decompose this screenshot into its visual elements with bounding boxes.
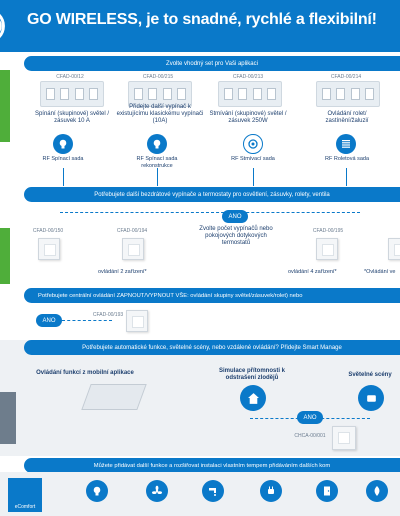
kit-badge-label: RF Spínací sada rekonstrukce [136,156,178,169]
connector-dashed [62,320,112,321]
switch-code: CFAD-00/194 [116,228,148,234]
blind-kit-badge[interactable] [336,134,356,154]
switch-kit-renovation-badge[interactable] [147,134,167,154]
kit-badge-label: RF Stmívací sada [231,156,275,162]
wireless-switch-image [38,238,60,260]
scenes-icon [366,394,376,402]
section4-banner: Potřebujete automatické funkce, světelné… [24,340,400,355]
side-marker-2 [0,228,10,284]
section3-banner: Potřebujete centrální ovládání ZAPNOUT/V… [24,288,400,303]
switch-label: ovládání 2 zařízení* [98,269,147,275]
central-switch-code: CFAD-00/193 [92,312,124,318]
bulb-icon [59,139,67,149]
lamp-icon[interactable] [86,480,108,502]
smart-manager-image [332,426,356,450]
smart-manager-device [81,384,147,410]
yes-button[interactable]: ANO [297,411,323,424]
thermostat-image [388,238,400,260]
side-marker-1 [0,70,10,142]
light-scenes-icon[interactable] [358,385,384,411]
switch-code: CFAD-00/150 [32,228,64,234]
presence-simulation-icon[interactable] [240,385,266,411]
dimmer-icon [248,139,258,149]
presence-text: Simulace přítomnosti k odstrašení zloděj… [218,368,285,381]
door-icon[interactable] [316,480,338,502]
switch-code: CFAD-00/195 [312,228,344,234]
kit-image [218,81,282,107]
connector [157,168,158,186]
central-switch-image [126,310,148,332]
fan-icon[interactable] [146,480,168,502]
wireless-icon [0,13,5,39]
kit-image [316,81,380,107]
switch-label: ovládání 4 zařízení* [288,269,337,275]
yes-button[interactable]: ANO [36,314,62,327]
manager-code: CHCA-00/001 [294,433,326,439]
dimmer-kit-badge[interactable] [243,134,263,154]
side-marker-3 [0,392,16,444]
kit-code: CFAD-00/12 [56,74,84,80]
kit-description: Stmívání (skupinové) světel / zásuvek 25… [209,111,287,124]
kit-code: CFAD-00/215 [142,74,174,80]
scenes-text: Světelné scény [348,372,392,378]
ecomfort-logo: eComfort [8,478,42,512]
tap-icon[interactable] [202,480,224,502]
page-header: GO WIRELESS, je to snadné, rychlé a flex… [0,0,400,52]
plug-icon[interactable] [260,480,282,502]
kit-image [128,81,192,107]
fire-icon[interactable] [366,480,388,502]
connector [346,168,347,186]
section1-banner: Zvolte vhodný set pro Vaši aplikaci [24,56,400,71]
yes-button[interactable]: ANO [222,210,248,223]
kit-badge-label: RF Spínací sada [42,156,84,162]
kit-image [40,81,104,107]
wireless-switch-image [316,238,338,260]
section5-background [0,472,400,516]
bulb-icon [153,139,161,149]
kit-badge-label: RF Roletová sada [324,156,370,162]
connector-dashed [60,212,360,213]
section2-banner: Potřebujete další bezdrátové vypínače a … [24,187,400,202]
page-title: GO WIRELESS, je to snadné, rychlé a flex… [27,11,377,28]
mobile-app-text: Ovládání funkcí z mobilní aplikace [36,370,134,376]
kit-description: Spínání (skupinové) světel / zásuvek 10 … [34,111,110,124]
switch-kit-badge[interactable] [53,134,73,154]
kit-code: CFAD-00/214 [330,74,362,80]
section5-banner: Můžete přidávat další funkce a rozšiřova… [24,458,400,473]
kit-description: Ovládání rolet/ zastínění/žaluzií [325,111,369,124]
kit-code: CFAD-00/213 [232,74,264,80]
blind-icon [342,140,350,148]
connector [63,168,64,186]
switch-label: *Ovládání ve [364,269,396,275]
wireless-switch-image [122,238,144,260]
connector [253,168,254,186]
count-instruction: Zvolte počet vypínačů nebo pokojových do… [199,226,273,246]
kit-description: Přidejte další vypínač k existujícímu kl… [116,104,204,124]
house-icon [247,392,259,404]
